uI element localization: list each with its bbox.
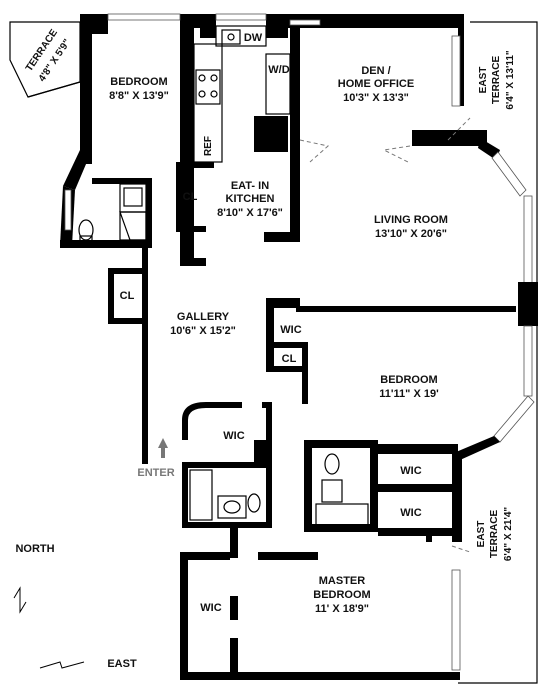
master-dims: 11' X 18'9" [315,603,369,615]
exterior-walls [60,13,538,680]
interior-walls [92,28,516,674]
kitchen-name-2: KITCHEN [226,193,275,205]
east-terrace-bottom-2: TERRACE [489,510,500,559]
bedroom-nw-name: BEDROOM [110,76,167,88]
den-name-2: HOME OFFICE [338,78,414,90]
gallery-dims: 10'6" X 15'2" [170,325,236,337]
wic-right-top-label: WIC [400,465,421,477]
living-room-name: LIVING ROOM [374,214,448,226]
north-arrow-icon [13,586,27,614]
wic-entry-label: WIC [223,430,244,442]
bedroom-mid-dims: 11'11" X 19' [379,388,439,400]
east-terrace-top-dims: 6'4" X 13'11" [505,50,516,110]
entry-arrow-icon [158,438,168,458]
bedroom-nw-dims: 8'8" X 13'9" [109,90,169,102]
den-dims: 10'3" X 13'3" [343,92,409,104]
kitchen-dims: 8'10" X 17'6" [217,207,283,219]
closet-west-label: CL [120,290,135,302]
fixtures [13,25,471,669]
east-terrace-bottom-dims: 6'4" X 21'4" [503,507,514,562]
closet-mid-label: CL [282,353,297,365]
north-label: NORTH [15,543,54,555]
living-room-dims: 13'10" X 20'6" [375,228,447,240]
wic-right-bottom-label: WIC [400,507,421,519]
east-label: EAST [107,658,137,670]
east-terrace-bottom-1: EAST [476,521,487,548]
bedroom-mid-name: BEDROOM [380,374,437,386]
enter-label: ENTER [137,467,174,479]
den-name-1: DEN / [361,65,390,77]
master-name-1: MASTER [319,575,366,587]
room-labels: TERRACE 4'8" X 5'9" BEDROOM 8'8" X 13'9"… [15,27,516,670]
kitchen-name-1: EAT- IN [231,180,269,192]
wd-label: W/D [268,64,289,76]
ref-label: REF [203,136,214,156]
dw-label: DW [244,32,263,44]
gallery-name: GALLERY [177,311,230,323]
east-terrace-top-2: TERRACE [491,56,502,105]
closet-kitchen-label: CL [183,191,198,203]
east-terrace-top-1: EAST [478,67,489,94]
east-arrow-icon [39,661,85,669]
wic-mid-label: WIC [280,324,301,336]
master-name-2: BEDROOM [313,589,370,601]
terrace-outlines [9,21,538,684]
wic-master-label: WIC [200,602,221,614]
